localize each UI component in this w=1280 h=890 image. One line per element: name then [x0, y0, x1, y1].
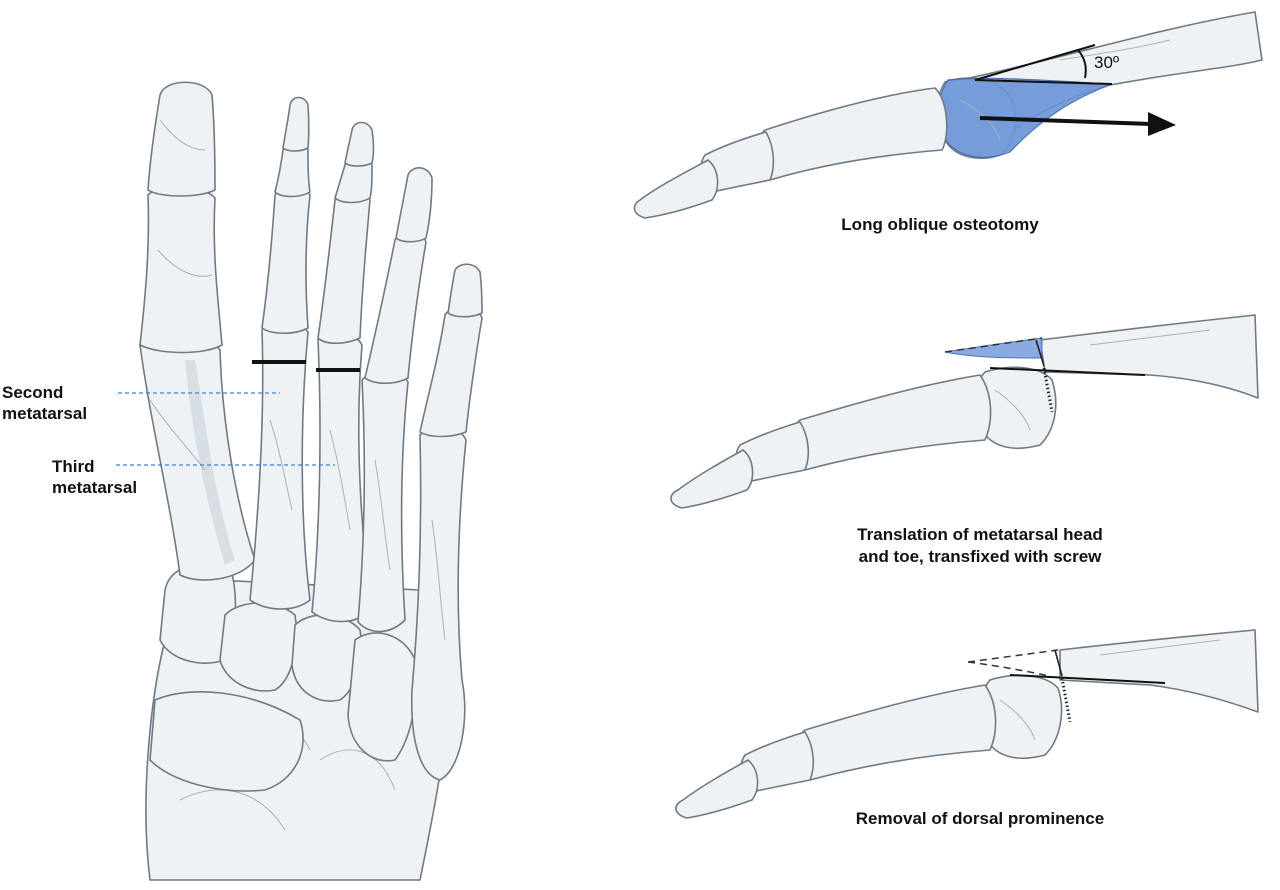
fifth-distal-phalanx — [447, 263, 483, 318]
panel3-distal-phalanx — [675, 759, 759, 819]
panel2-proximal-phalanx — [791, 374, 992, 471]
panel3-removed-prominence-outline — [967, 649, 1059, 677]
cuboid — [347, 632, 418, 762]
panel3-proximal-phalanx — [796, 684, 997, 781]
caption-translation-with-screw: Translation of metatarsal head and toe, … — [857, 525, 1103, 566]
panel1-angle-arc — [1077, 49, 1087, 79]
panel2-dorsal-prominence — [944, 337, 1043, 359]
panel3-metatarsal-shaft — [1059, 629, 1259, 713]
panel-long-oblique-osteotomy: 30º — [633, 11, 1263, 219]
panel2-metatarsal-shaft — [1039, 314, 1259, 399]
fourth-distal-phalanx — [395, 167, 433, 243]
fifth-metatarsal — [410, 426, 467, 781]
panel3-screw-head — [1054, 649, 1063, 677]
fifth-proximal-phalanx — [419, 307, 483, 438]
panel1-translation-arrow-shaft — [979, 116, 1151, 126]
panel2-osteotomy-line — [989, 367, 1146, 376]
panel-removal-of-dorsal-prominence — [675, 629, 1259, 819]
panel2-distal-phalanx — [670, 449, 754, 509]
panel1-angle-label: 30º — [1094, 53, 1119, 72]
third-distal-phalanx — [344, 121, 375, 167]
panel1-reference-line — [974, 44, 1096, 81]
caption-long-oblique-osteotomy: Long oblique osteotomy — [841, 215, 1039, 234]
second-metatarsal — [249, 321, 311, 610]
panel1-proximal-phalanx — [756, 87, 948, 181]
panel2-screw-shaft — [1042, 367, 1054, 413]
first-distal-phalanx — [147, 81, 216, 197]
panel2-screw-head — [1035, 339, 1045, 367]
label-third-metatarsal: Third metatarsal — [52, 457, 138, 497]
third-proximal-phalanx — [317, 191, 371, 345]
label-second-metatarsal: Second metatarsal — [2, 383, 88, 423]
foot-skeleton — [116, 81, 483, 881]
panel3-screw-shaft — [1060, 677, 1072, 723]
panel1-translation-arrowhead — [1148, 112, 1176, 136]
fourth-proximal-phalanx — [364, 231, 427, 385]
cuneiform-intermediate — [219, 602, 298, 692]
second-distal-phalanx — [282, 96, 310, 152]
second-proximal-phalanx — [261, 186, 311, 335]
panel1-distal-phalanx — [633, 159, 719, 219]
panel-translation-with-screw — [670, 314, 1259, 509]
fourth-metatarsal — [357, 370, 409, 633]
panel1-osteotomy-line — [974, 79, 1113, 85]
panel3-osteotomy-line — [1009, 674, 1166, 684]
first-metatarsal — [139, 333, 256, 581]
navicular — [149, 691, 304, 792]
caption-removal-of-dorsal-prominence: Removal of dorsal prominence — [855, 809, 1105, 828]
